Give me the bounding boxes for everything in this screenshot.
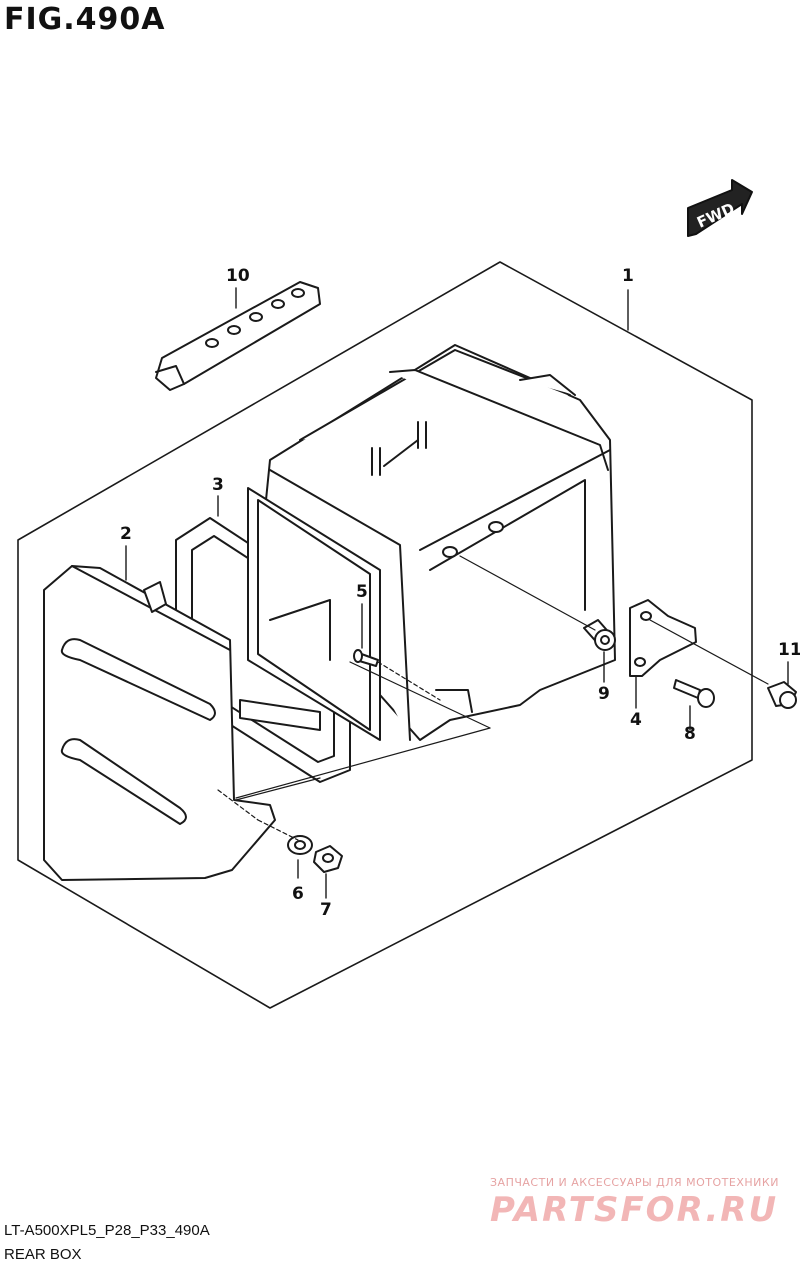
callout-5: 5	[356, 582, 368, 602]
figure-code: LT-A500XPL5_P28_P33_490A	[4, 1222, 210, 1239]
part-4-bracket	[629, 599, 697, 677]
watermark-tagline: ЗАПЧАСТИ И АКСЕССУАРЫ ДЛЯ МОТОТЕХНИКИ	[490, 1176, 779, 1189]
fwd-arrow-icon: FWD	[687, 179, 753, 237]
callout-7: 7	[320, 900, 332, 920]
figure-name: REAR BOX	[4, 1246, 82, 1263]
callout-6: 6	[292, 884, 304, 904]
callout-9: 9	[598, 684, 610, 704]
callout-8: 8	[684, 724, 696, 744]
part-9-grommet	[583, 619, 616, 651]
part-11-bolt	[767, 681, 797, 709]
callout-4: 4	[630, 710, 642, 730]
part-7-nut	[313, 845, 343, 873]
callout-1: 1	[622, 266, 634, 286]
callout-11: 11	[778, 640, 800, 660]
assembly-lines	[217, 555, 769, 841]
figure-title: FIG.490A	[4, 2, 166, 37]
part-8-bolt	[673, 679, 715, 708]
assembly-outline-box	[17, 261, 753, 1009]
watermark-logo: PARTSFOR.RU	[490, 1190, 779, 1230]
part-10-strap	[155, 281, 321, 391]
callout-2: 2	[120, 524, 132, 544]
part-2-lid	[43, 565, 276, 881]
callout-3: 3	[212, 475, 224, 495]
callout-leaders	[125, 287, 789, 899]
part-6-washer	[287, 835, 313, 855]
part-5-screw	[353, 649, 379, 667]
callout-10: 10	[226, 266, 250, 286]
